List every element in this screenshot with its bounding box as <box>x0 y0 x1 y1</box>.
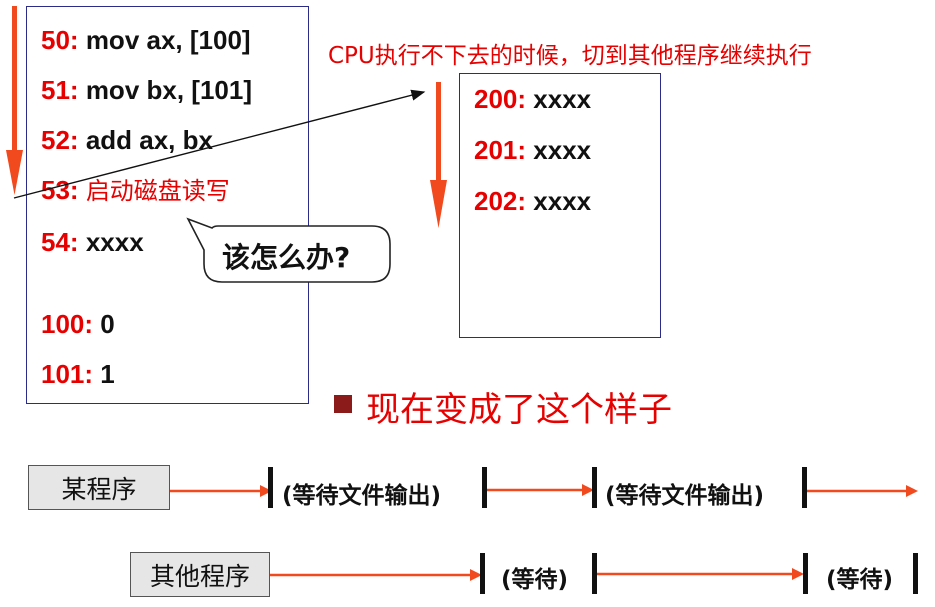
bullet-square <box>334 395 352 413</box>
timeline-label-program: 某程序 <box>28 465 170 510</box>
code-line-202: 202: xxxx <box>474 186 592 216</box>
exec-arrow-a <box>6 6 23 195</box>
code-line-50: 50: mov ax, [100] <box>41 25 251 55</box>
bubble-question: 该怎么办? <box>222 241 351 274</box>
wait-label-row1-1: (等待文件输出) <box>282 483 442 509</box>
switch-arrow <box>13 89 426 199</box>
code-line-201: 201: xxxx <box>474 135 592 165</box>
data-line-101: 101: 1 <box>41 359 115 389</box>
code-line-52: 52: add ax, bx <box>41 125 213 155</box>
switch-caption: CPU执行不下去的时候，切到其他程序继续执行 <box>328 43 812 69</box>
program-b-box: 200: xxxx 201: xxxx 202: xxxx <box>459 73 661 338</box>
bullet-title: 现在变成了这个样子 <box>366 390 672 430</box>
code-line-54: 54: xxxx <box>41 227 144 257</box>
code-line-51: 51: mov bx, [101] <box>41 75 252 105</box>
wait-label-row2-1: (等待) <box>501 567 569 593</box>
timeline-label-other-program: 其他程序 <box>130 552 270 597</box>
wait-label-row1-2: (等待文件输出) <box>605 483 765 509</box>
wait-label-row2-2: (等待) <box>826 567 894 593</box>
code-line-200: 200: xxxx <box>474 84 592 114</box>
data-line-100: 100: 0 <box>41 309 115 339</box>
speech-bubble <box>186 217 391 283</box>
exec-arrow-b <box>430 82 447 228</box>
timeline-row-2 <box>270 553 918 594</box>
timeline-row-1 <box>170 467 918 508</box>
